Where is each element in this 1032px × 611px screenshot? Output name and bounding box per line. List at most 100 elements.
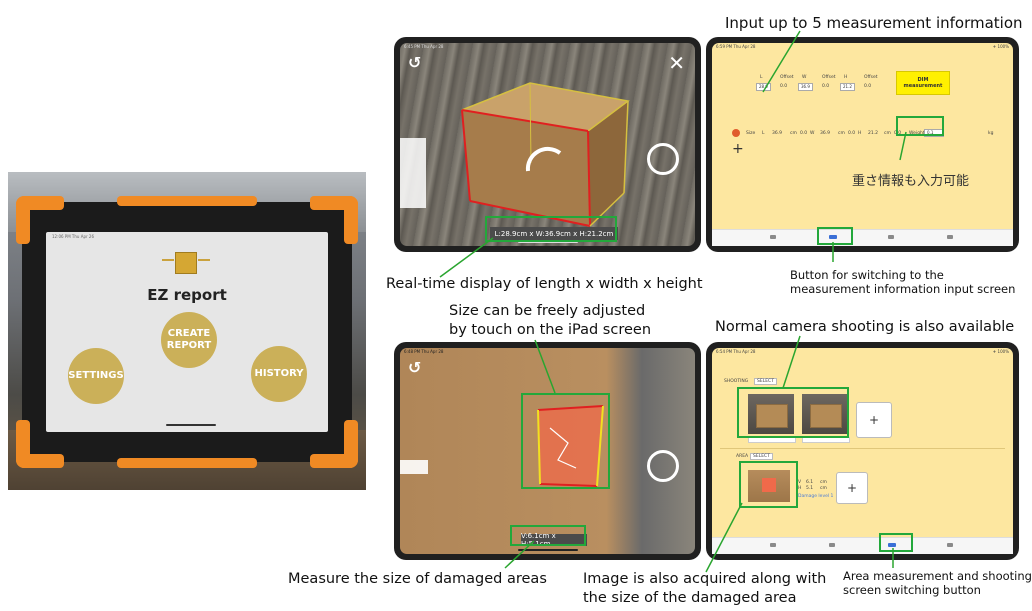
caption-image-acquired-2: the size of the damaged area xyxy=(583,590,797,606)
area-select-tab[interactable]: SELECT xyxy=(750,453,773,460)
camera-view: 6:45 PM Thu Apr 28 ↺ ✕ L:28.9cm x W:36.9… xyxy=(400,43,695,246)
col-label-l: L xyxy=(760,75,763,80)
home-indicator xyxy=(517,241,578,243)
highlight-damage-box xyxy=(521,393,610,489)
close-x-icon[interactable]: ✕ xyxy=(668,51,685,75)
area-v-unit: cm xyxy=(820,480,827,485)
app-title: EZ report xyxy=(147,286,227,304)
add-area-button[interactable]: + xyxy=(836,472,868,504)
home-indicator xyxy=(517,549,578,551)
caption-normal-camera: Normal camera shooting is also available xyxy=(715,319,1015,335)
highlight-damage-thumb xyxy=(739,461,798,508)
tablet-measure-input: 6:59 PM Thu Apr 28 ✈ 100% L Offset W Off… xyxy=(706,37,1019,252)
highlight-camera-tab xyxy=(879,533,913,552)
area-v-label: V xyxy=(798,480,802,485)
dim-measurement-button[interactable]: DIM measurement xyxy=(896,71,950,95)
size-w-unit: cm xyxy=(838,131,845,136)
case-side-tr xyxy=(344,196,358,244)
undo-arrow-icon[interactable]: ↺ xyxy=(408,53,422,72)
photo-thumbnail-2[interactable] xyxy=(802,394,848,434)
status-bar: 6:59 PM Thu Apr 28 xyxy=(716,44,756,49)
tab-measure-icon[interactable] xyxy=(829,235,837,239)
caption-damaged-size: Measure the size of damaged areas xyxy=(288,571,547,587)
size-l-offset: 0.0 xyxy=(800,131,808,136)
tab-chat-icon[interactable] xyxy=(770,235,776,239)
size-w: W xyxy=(810,131,815,136)
history-button[interactable]: HISTORY xyxy=(251,346,307,402)
ipad-home-screen: 12:06 PM Thu Apr 26 EZ report SETTINGS C… xyxy=(46,232,328,432)
side-control-panel[interactable] xyxy=(400,138,426,208)
damage-level-note: Damage level 1 xyxy=(798,494,834,499)
ar-box-overlay xyxy=(461,82,630,227)
highlight-weight-box xyxy=(896,116,944,136)
tab-measure-icon[interactable] xyxy=(829,543,835,547)
shutter-circle-icon[interactable] xyxy=(647,450,679,482)
width-field[interactable]: 36.9 xyxy=(798,83,813,91)
area-tab[interactable]: AREA xyxy=(736,454,749,459)
highlight-photos-box xyxy=(737,387,849,438)
status-bar: 6:48 PM Thu Apr 28 xyxy=(404,349,444,354)
measure-input-screen: 6:59 PM Thu Apr 28 ✈ 100% L Offset W Off… xyxy=(712,43,1013,246)
tablet-damage-measure: 6:48 PM Thu Apr 28 ↺ V:6.1cm x H:5.1cm xyxy=(394,342,701,560)
caption-image-acquired-1: Image is also acquired along with xyxy=(583,571,827,587)
camera-view-damage: 6:48 PM Thu Apr 28 ↺ V:6.1cm x H:5.1cm xyxy=(400,348,695,554)
shutter-circle-icon[interactable] xyxy=(647,143,679,175)
highlight-readout-box xyxy=(485,216,617,242)
caption-input-measurements: Input up to 5 measurement information xyxy=(725,14,1023,32)
undo-arrow-icon[interactable]: ↺ xyxy=(408,358,422,377)
damage-thumbnail[interactable] xyxy=(748,470,790,502)
tab-calendar-icon[interactable] xyxy=(947,543,953,547)
tab-camera-icon[interactable] xyxy=(888,235,894,239)
size-l-value: 36.9 xyxy=(772,131,783,136)
col-label-w: W xyxy=(802,75,807,80)
size-h-unit: cm xyxy=(884,131,891,136)
size-h: H xyxy=(858,131,862,136)
area-h-unit: cm xyxy=(820,486,827,491)
case-side-br xyxy=(344,420,358,468)
caption-switch-button-2: measurement information input screen xyxy=(790,282,1016,296)
size-w-offset: 0.0 xyxy=(848,131,856,136)
area-shooting-screen: 6:54 PM Thu Apr 28 ✈ 100% SHOOTING SELEC… xyxy=(712,348,1013,554)
height-field[interactable]: 21.2 xyxy=(840,83,855,91)
status-bar-right: ✈ 100% xyxy=(992,349,1009,354)
case-bottom-strip xyxy=(117,458,257,468)
side-control-panel[interactable] xyxy=(400,460,428,474)
col-label-offset-2: Offset xyxy=(822,75,836,80)
add-photo-button[interactable]: + xyxy=(856,402,892,438)
highlight-damage-readout xyxy=(510,525,586,546)
status-bar-right: ✈ 100% xyxy=(992,44,1009,49)
damage-area-overlay xyxy=(537,405,604,487)
size-l: L xyxy=(762,131,765,136)
case-side-tl xyxy=(16,196,30,244)
tab-camera-icon[interactable] xyxy=(888,543,896,547)
tab-chat-icon[interactable] xyxy=(770,543,776,547)
tab-bar xyxy=(712,537,1013,554)
weight-label: Weight xyxy=(909,131,925,136)
delete-circle-icon[interactable] xyxy=(732,129,740,137)
section-divider xyxy=(720,448,1005,449)
height-offset: 0.0 xyxy=(864,84,872,89)
area-h-value: 5.1 xyxy=(806,486,814,491)
caption-realtime-display: Real-time display of length x width x he… xyxy=(386,276,703,292)
size-row-label: Size xyxy=(746,131,756,136)
status-bar: 12:06 PM Thu Apr 26 xyxy=(52,234,94,239)
size-h-value: 21.2 xyxy=(868,131,879,136)
status-bar: 6:45 PM Thu Apr 28 xyxy=(404,44,444,49)
tablet-ar-measure: 6:45 PM Thu Apr 28 ↺ ✕ L:28.9cm x W:36.9… xyxy=(394,37,701,252)
caption-switch-button-1: Button for switching to the xyxy=(790,268,944,282)
damage-patch xyxy=(762,478,776,492)
shooting-tab[interactable]: SHOOTING xyxy=(724,379,749,384)
caption-area-switch-2: screen switching button xyxy=(843,583,981,597)
shooting-select-tab[interactable]: SELECT xyxy=(754,378,777,385)
plus-icon[interactable]: + xyxy=(732,141,744,157)
photo-thumbnail-1[interactable] xyxy=(748,394,794,434)
settings-button[interactable]: SETTINGS xyxy=(68,348,124,404)
japanese-note: 重さ情報も入力可能 xyxy=(852,174,970,189)
dimension-readout: L:28.9cm x W:36.9cm x H:21.2cm xyxy=(490,227,618,240)
tab-calendar-icon[interactable] xyxy=(947,235,953,239)
size-w-value: 36.9 xyxy=(820,131,831,136)
tab-bar xyxy=(712,229,1013,246)
width-offset: 0.0 xyxy=(822,84,830,89)
